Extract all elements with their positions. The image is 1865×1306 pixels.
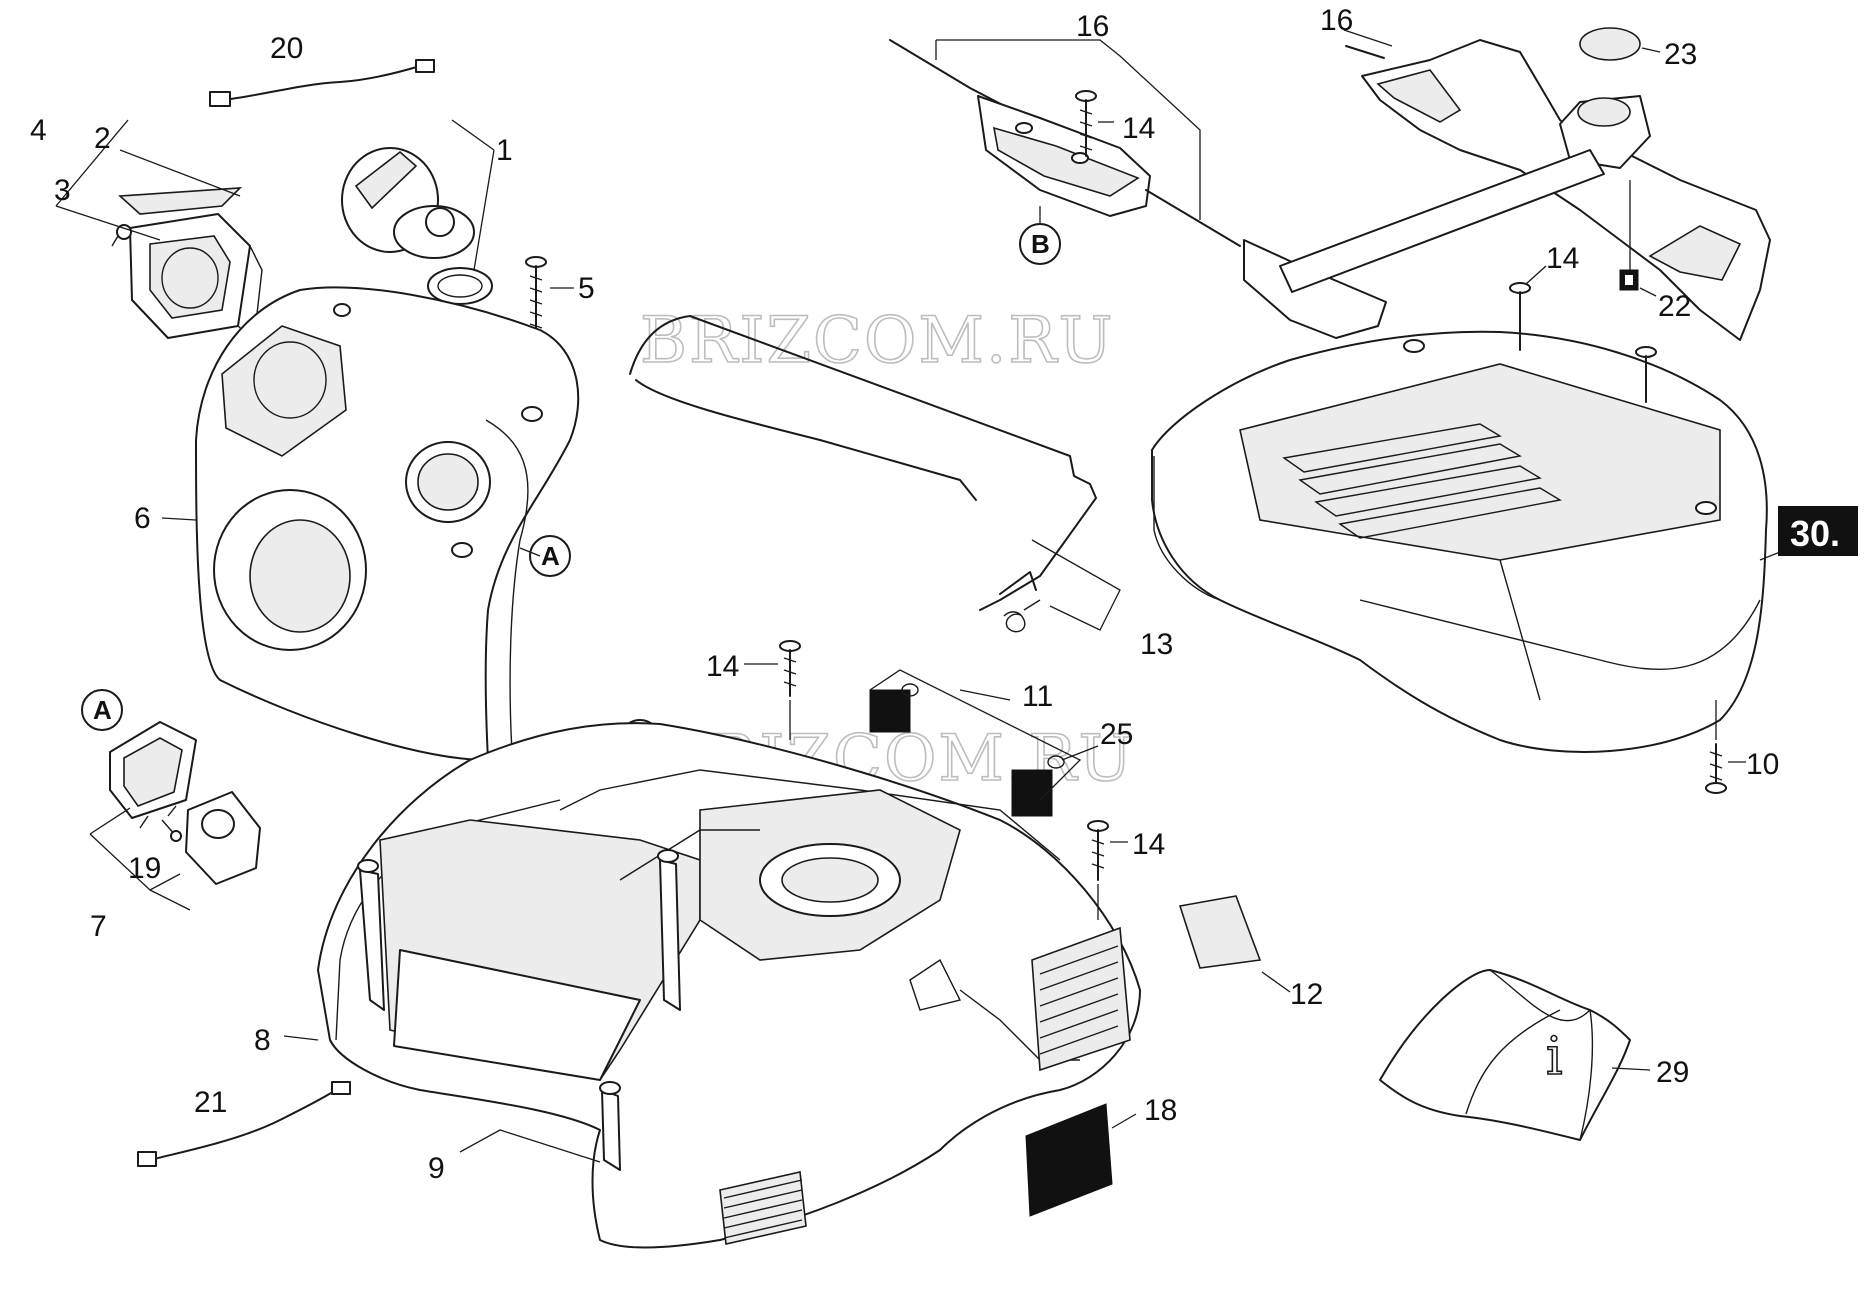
callout-29: 29 (1656, 1056, 1689, 1089)
callout-6: 6 (134, 502, 151, 535)
callout-3: 3 (54, 174, 71, 207)
part-29-manual: i (1379, 969, 1631, 1141)
callout-7: 7 (90, 910, 107, 943)
part-14-screw-chassis-b (1635, 346, 1657, 403)
callout-9: 9 (428, 1152, 445, 1185)
leader-11 (959, 689, 1011, 701)
callout-2: 2 (94, 122, 111, 155)
part-8-main-housing (317, 722, 1141, 1249)
callout-20: 20 (270, 32, 303, 65)
callout-23: 23 (1664, 38, 1697, 71)
part-20-cable (209, 59, 435, 107)
part-10-screw (1705, 700, 1727, 794)
callout-14-centre: 14 (706, 650, 739, 683)
callout-14-upper: 14 (1122, 112, 1155, 145)
leader-4 (55, 119, 161, 241)
svg-text:30.: 30. (1790, 513, 1840, 554)
part-14-screw-lower (1087, 820, 1109, 920)
leader-2 (119, 149, 241, 197)
leader-14-chassis (1525, 265, 1547, 285)
callout-19: 19 (128, 852, 161, 885)
marker-a-upper: A (519, 535, 571, 577)
leader-6 (161, 517, 197, 521)
leader-29 (1611, 1067, 1651, 1071)
part-12-label (1178, 895, 1262, 969)
leader-19b (149, 889, 191, 911)
callout-10: 10 (1746, 748, 1779, 781)
callout-11: 11 (1022, 680, 1053, 713)
leader-18 (1111, 1113, 1137, 1129)
part-18-label (1025, 1103, 1113, 1217)
callout-1: 1 (496, 134, 513, 167)
leader-19a (89, 807, 131, 835)
callout-18: 18 (1144, 1094, 1177, 1127)
part-7-switch-assembly (109, 721, 261, 885)
callout-25: 25 (1100, 718, 1133, 751)
svg-text:A: A (93, 695, 112, 725)
part-4-socket-assembly (111, 187, 263, 342)
watermark-top: BRIZCOM.RU (640, 304, 1114, 378)
callout-21: 21 (194, 1086, 227, 1119)
marker-b-upper: B (1019, 206, 1061, 265)
part-13-wire-bracket (629, 315, 1097, 633)
leader-16-left (936, 39, 1201, 220)
part-21-cable (137, 1081, 351, 1167)
callout-4: 4 (30, 114, 47, 147)
part-11-filter-pads (869, 669, 1082, 817)
leader-9 (459, 1129, 601, 1163)
leader-12 (1261, 971, 1291, 993)
leader-22 (1639, 287, 1657, 297)
callout-16-right: 16 (1320, 4, 1353, 37)
svg-text:A: A (541, 541, 560, 571)
callout-14-chassis: 14 (1546, 242, 1579, 275)
part-6-housing-cover (195, 286, 580, 761)
callout-12: 12 (1290, 978, 1323, 1011)
section-badge: 30. (1778, 506, 1858, 556)
leader-25 (1061, 745, 1099, 761)
marker-a-lower: A (81, 689, 123, 731)
part-14-screw-chassis-a (1509, 282, 1531, 351)
part-16-handle-right (1279, 39, 1771, 341)
part-14-screw-centre (779, 640, 801, 740)
callout-16-left: 16 (1076, 10, 1109, 43)
callout-13: 13 (1140, 628, 1173, 661)
callout-14-lower: 14 (1132, 828, 1165, 861)
part-14-screw-upper (1075, 90, 1097, 157)
callout-22: 22 (1658, 290, 1691, 323)
callout-5: 5 (578, 272, 595, 305)
part-23-disc (1579, 27, 1641, 61)
callout-8: 8 (254, 1024, 271, 1057)
svg-text:B: B (1031, 229, 1050, 259)
part-22-clip (1619, 180, 1639, 291)
part-1-cap (341, 147, 493, 305)
svg-text:i: i (1546, 1027, 1563, 1087)
part-16-handle-left (889, 39, 1387, 339)
leader-23 (1641, 47, 1661, 53)
part-30-chassis (1151, 330, 1768, 753)
leader-16-right (1343, 29, 1393, 47)
leader-8 (283, 1035, 319, 1041)
leader-13 (1031, 539, 1121, 631)
leader-1 (451, 119, 495, 271)
